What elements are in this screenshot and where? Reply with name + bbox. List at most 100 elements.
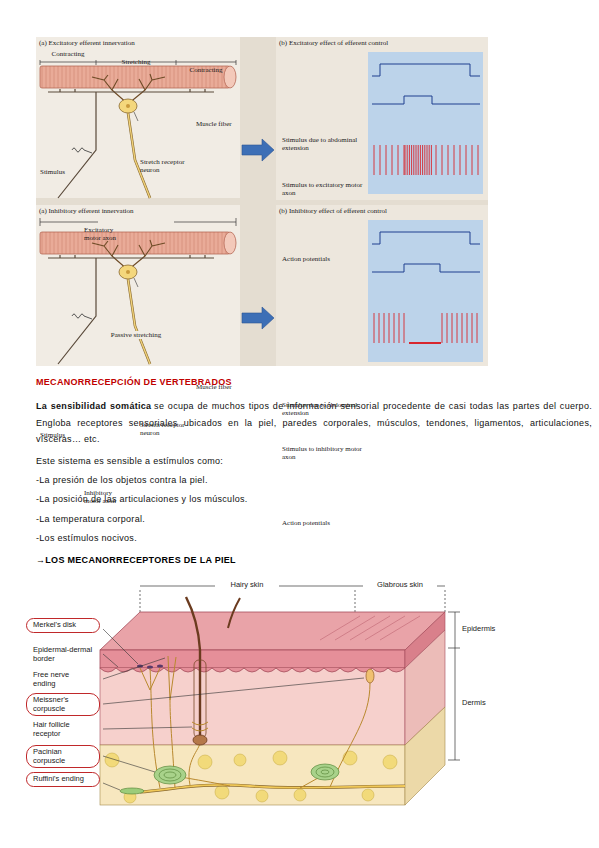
action-potential <box>436 145 437 175</box>
leader-line <box>103 629 364 790</box>
skin-block <box>300 778 318 788</box>
skin-block <box>159 769 181 781</box>
action-potential <box>416 145 417 175</box>
part-label: Muscle fiber <box>196 383 238 391</box>
skin-block <box>192 722 208 731</box>
skin-block <box>294 789 306 801</box>
skin-block <box>362 789 374 801</box>
part-label: Muscle fiber <box>196 120 238 128</box>
action-potential <box>478 145 479 175</box>
part-label: Stretch receptor neuron <box>140 421 190 437</box>
skin-block <box>316 767 334 777</box>
skin-block <box>320 616 420 640</box>
figure-panel: (b) Inhibitory effect of efferent contro… <box>276 205 488 366</box>
part-label: Passive stretching <box>100 331 172 339</box>
body-text: -Los estímulos nocivos. <box>36 530 592 547</box>
action-potential <box>452 313 453 343</box>
part-label: Stimulus <box>40 168 74 176</box>
skin-block <box>164 772 176 778</box>
skin-block <box>383 755 397 769</box>
block-arrow <box>242 139 274 161</box>
action-potential <box>398 145 399 175</box>
recording-plot <box>368 52 483 194</box>
part-label: Stimulus to inhibitory motor axon <box>282 445 364 461</box>
skin-block <box>140 656 370 788</box>
silent-trace <box>409 342 441 344</box>
action-potential <box>462 313 463 343</box>
recording-plot <box>372 96 480 104</box>
part-label: Contracting <box>42 50 94 58</box>
part-label: Hair follicle receptor <box>26 718 100 741</box>
action-potential <box>448 145 449 175</box>
skin-block <box>234 754 246 766</box>
skin-block <box>147 665 153 668</box>
part-label: Epidermal-dermal border <box>26 643 100 666</box>
skin-block <box>228 598 240 628</box>
recording-plot <box>372 264 480 272</box>
action-potential <box>374 145 375 175</box>
action-potential <box>409 145 410 175</box>
skin-block <box>194 660 206 738</box>
action-potential <box>467 313 468 343</box>
action-potential <box>429 145 430 175</box>
action-potential <box>460 145 461 175</box>
part-label: Stretching <box>98 58 174 66</box>
part-label: Excitatory motor axon <box>84 226 130 242</box>
leader-line <box>103 783 120 790</box>
action-potential <box>418 145 419 175</box>
skin-block <box>105 751 397 803</box>
action-potential <box>413 145 414 175</box>
action-potential <box>477 313 478 343</box>
region-bracket <box>40 60 236 226</box>
part-label: Stimulus due to abdominal extension <box>282 401 364 417</box>
action-potential <box>427 145 428 175</box>
skin-block <box>186 597 200 740</box>
skin-block <box>140 785 405 792</box>
part-label: Contracting <box>178 66 234 74</box>
circled-label: Meissner's corpuscle <box>26 693 100 716</box>
skin-block <box>120 764 339 794</box>
panel-ground <box>276 205 488 366</box>
leader-line <box>103 678 364 704</box>
action-potential <box>457 313 458 343</box>
panel-ground <box>36 205 240 366</box>
skin-block <box>366 669 374 683</box>
part-label: Hairy skin <box>217 581 277 590</box>
skin-block <box>256 790 268 802</box>
skin-block <box>198 755 212 769</box>
leader-line <box>103 756 155 772</box>
action-potential <box>442 313 443 343</box>
muscle-receptor-figure <box>40 232 236 364</box>
action-potential <box>394 313 395 343</box>
part-label: Action potentials <box>282 519 364 527</box>
part-label: Stretch receptor neuron <box>140 158 190 174</box>
recording-plot <box>368 52 483 194</box>
action-potential <box>431 145 432 175</box>
region-bracket <box>40 218 236 226</box>
figure-panel: (a) Inhibitory efferent innervation <box>36 205 240 366</box>
part-label: Action potentials <box>282 255 364 263</box>
skin-bracket <box>448 612 460 760</box>
skin-block <box>215 785 229 799</box>
recording-plot <box>368 220 483 362</box>
action-potential <box>405 145 406 175</box>
recording-plot <box>368 220 483 362</box>
circled-label: Ruffini's ending <box>26 772 100 787</box>
skin-block <box>273 751 287 765</box>
action-potential <box>407 145 408 175</box>
section-heading: MECANORRECEPCIÓN DE VERTEBRADOS <box>36 374 592 391</box>
body-text: →LOS MECANORRECEPTORES DE LA PIEL <box>36 552 592 569</box>
skin-block <box>100 668 405 672</box>
figure-panel: (b) Excitatory effect of efferent contro… <box>276 37 488 200</box>
skin-block <box>140 785 405 792</box>
skin-block <box>154 766 186 784</box>
action-potential <box>447 313 448 343</box>
action-potential <box>411 145 412 175</box>
skin-block <box>100 586 460 805</box>
block-arrow <box>242 307 274 329</box>
muscle-receptor-figure <box>40 66 236 198</box>
skin-block <box>321 770 329 774</box>
action-potential <box>379 313 380 343</box>
action-potential <box>424 145 425 175</box>
